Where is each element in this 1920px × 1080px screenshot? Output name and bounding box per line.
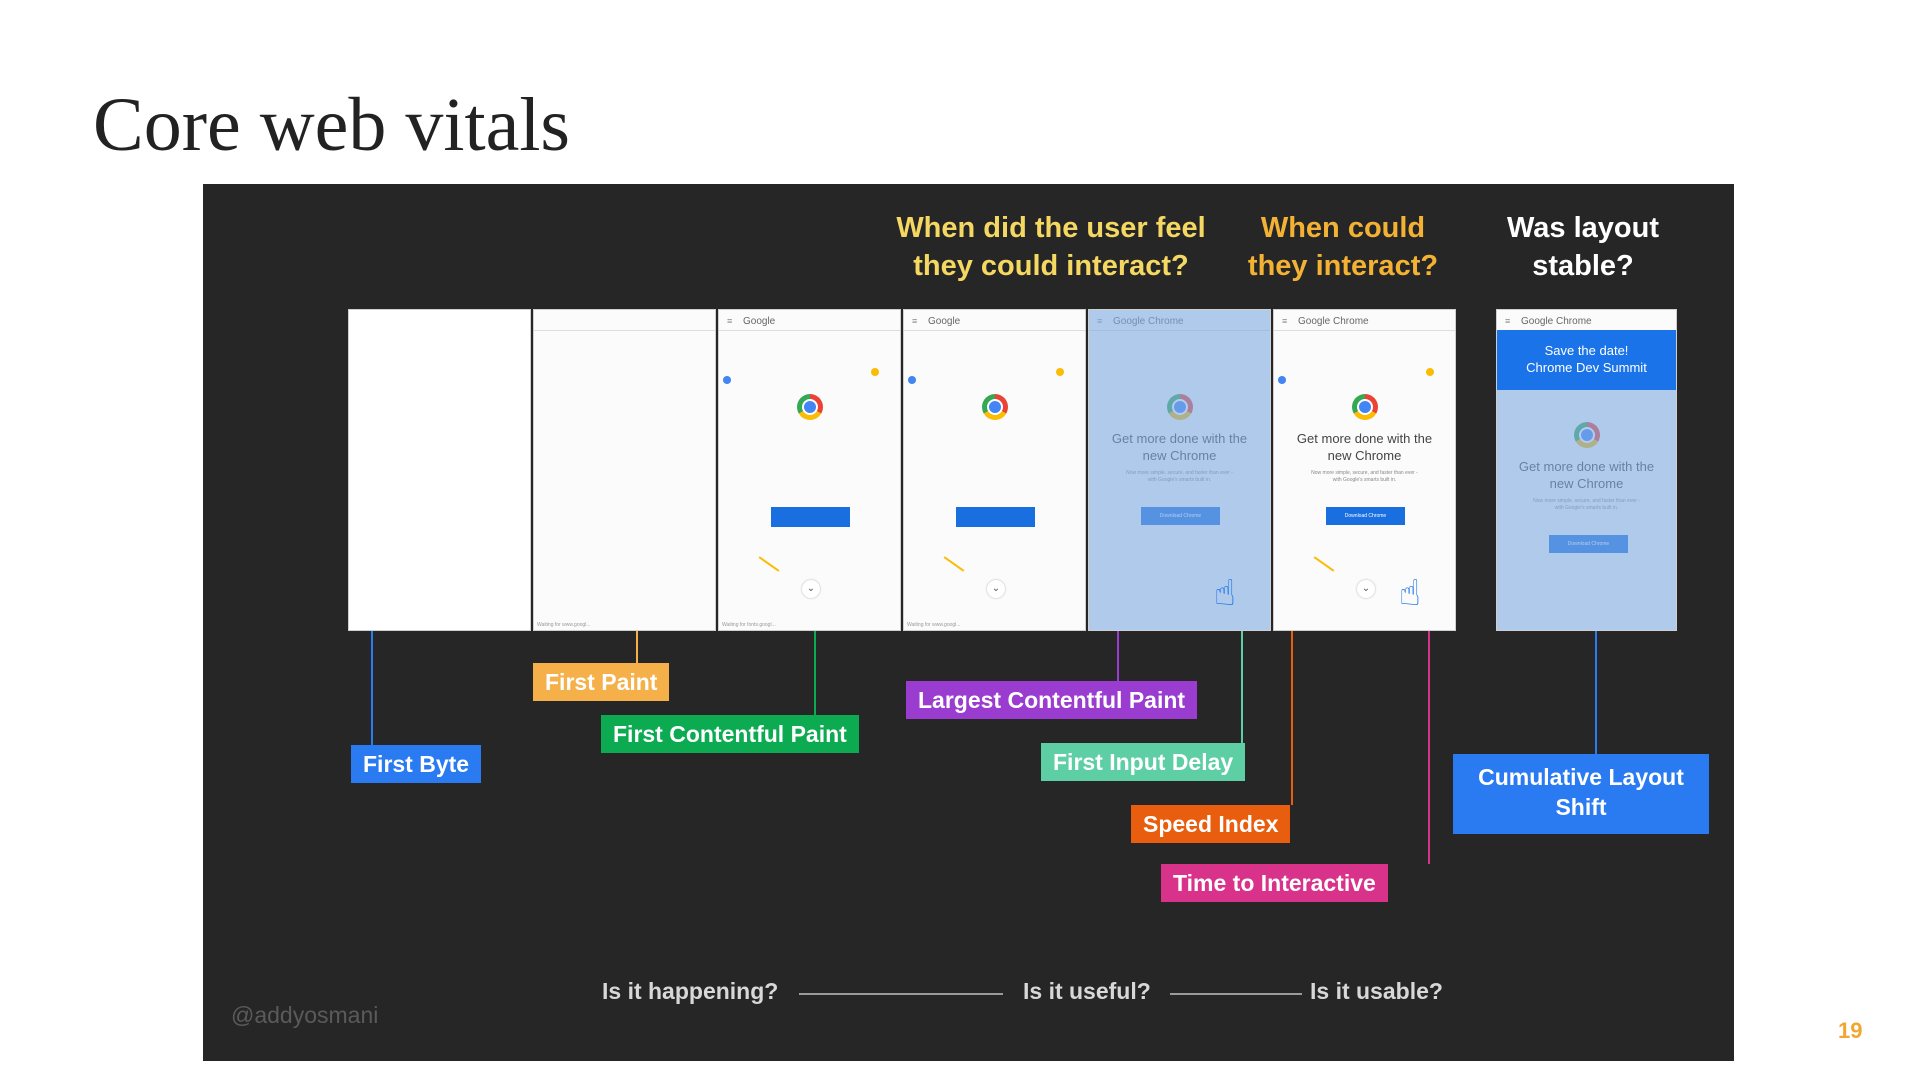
frame-status-text: Waiting for fonts.googl... xyxy=(722,622,776,628)
question-line: When did the user feel xyxy=(896,212,1206,244)
filmstrip-frame-largest-paint: ≡ Google ⌄ Waiting for www.googl... xyxy=(903,309,1086,631)
frame-status-text: Waiting for www.googl... xyxy=(907,622,961,628)
filmstrip-frame-interactive: ≡ Google Chrome Get more done with the n… xyxy=(1273,309,1456,631)
metric-cls-line: Shift xyxy=(1555,794,1607,820)
menu-icon: ≡ xyxy=(727,316,733,326)
decoration-squiggle-icon xyxy=(943,556,965,572)
question-perceived-interactivity: When did the user feel they could intera… xyxy=(881,209,1221,285)
frame-toolbar xyxy=(534,310,715,331)
author-handle: @addyosmani xyxy=(231,1002,379,1028)
metric-first-paint: First Paint xyxy=(533,663,670,701)
connector-first-paint xyxy=(636,631,638,663)
flow-arrow-line xyxy=(799,993,1003,995)
decoration-squiggle-icon xyxy=(1313,556,1335,572)
menu-icon: ≡ xyxy=(1282,316,1288,326)
question-actual-interactivity: When could they interact? xyxy=(1243,209,1443,285)
promo-heading-line: new Chrome xyxy=(1327,448,1402,463)
decoration-dot-icon xyxy=(1278,376,1286,384)
vitals-diagram-panel: When did the user feel they could intera… xyxy=(203,184,1734,1061)
promo-heading-line: Get more done with the xyxy=(1296,431,1433,446)
download-button-placeholder xyxy=(771,507,850,527)
decoration-dot-icon xyxy=(723,376,731,384)
question-line: When could xyxy=(1260,212,1426,244)
metric-speed-index: Speed Index xyxy=(1131,805,1291,843)
connector-speed-index xyxy=(1291,631,1293,805)
metric-cumulative-layout-shift: Cumulative Layout Shift xyxy=(1453,754,1709,834)
filmstrip-frame-layout-shift: ≡ Google Chrome Save the date! Chrome De… xyxy=(1496,309,1677,631)
frame-brand: Google xyxy=(928,316,961,327)
save-the-date-banner: Save the date! Chrome Dev Summit xyxy=(1497,330,1676,390)
metric-time-to-interactive: Time to Interactive xyxy=(1161,864,1388,902)
connector-time-to-interactive xyxy=(1428,631,1430,864)
download-chrome-button: Download Chrome xyxy=(1326,507,1405,525)
frame-toolbar xyxy=(719,310,900,331)
filmstrip-frame-first-paint: Waiting for www.googl... xyxy=(533,309,716,631)
flow-arrow-line xyxy=(1170,993,1302,995)
promo-subtext-line: Now more simple, secure, and faster than… xyxy=(1311,470,1418,476)
input-delay-overlay xyxy=(1089,310,1270,630)
chevron-down-icon: ⌄ xyxy=(1357,580,1375,598)
chrome-logo-icon xyxy=(982,394,1008,420)
tap-hand-icon: ☝ xyxy=(1214,572,1236,613)
frame-brand: Google Chrome xyxy=(1521,316,1592,327)
menu-icon: ≡ xyxy=(1505,316,1511,326)
chrome-logo-icon xyxy=(797,394,823,420)
decoration-dot-icon xyxy=(871,368,879,376)
banner-line: Save the date! xyxy=(1544,343,1629,358)
frame-brand: Google Chrome xyxy=(1298,316,1369,327)
frame-toolbar xyxy=(1274,310,1455,331)
flow-step-useful: Is it useful? xyxy=(1023,978,1151,1004)
chrome-logo-icon xyxy=(1352,394,1378,420)
decoration-dot-icon xyxy=(1426,368,1434,376)
promo-heading: Get more done with the new Chrome xyxy=(1282,430,1447,464)
chevron-down-icon: ⌄ xyxy=(802,580,820,598)
question-layout-stable: Was layout stable? xyxy=(1503,209,1663,285)
metric-first-contentful-paint: First Contentful Paint xyxy=(601,715,859,753)
chevron-down-icon: ⌄ xyxy=(987,580,1005,598)
question-line: Was layout xyxy=(1506,212,1659,244)
page-number: 19 xyxy=(1838,1018,1863,1043)
filmstrip-frame-contentful: ≡ Google ⌄ Waiting for fonts.googl... xyxy=(718,309,901,631)
connector-first-contentful-paint xyxy=(814,631,816,715)
metric-largest-contentful-paint: Largest Contentful Paint xyxy=(906,681,1198,719)
frame-toolbar xyxy=(904,310,1085,331)
decoration-squiggle-icon xyxy=(758,556,780,572)
tap-hand-icon: ☝ xyxy=(1399,572,1421,613)
decoration-dot-icon xyxy=(908,376,916,384)
flow-step-happening: Is it happening? xyxy=(602,978,779,1004)
question-line: they could interact? xyxy=(913,250,1189,282)
filmstrip-frame-input-delay: ≡ Google Chrome Get more done with the n… xyxy=(1088,309,1271,631)
filmstrip-frame-blank xyxy=(348,309,531,631)
menu-icon: ≡ xyxy=(912,316,918,326)
metric-cls-line: Cumulative Layout xyxy=(1478,764,1684,790)
download-button-placeholder xyxy=(956,507,1035,527)
question-line: they interact? xyxy=(1247,250,1439,282)
layout-shift-overlay xyxy=(1497,390,1676,630)
slide-title: Core web vitals xyxy=(93,83,571,167)
promo-subtext: Now more simple, secure, and faster than… xyxy=(1288,470,1441,484)
promo-subtext-line: with Google's smarts built in. xyxy=(1332,477,1397,483)
connector-first-byte xyxy=(371,631,373,745)
banner-line: Chrome Dev Summit xyxy=(1526,360,1647,375)
decoration-dot-icon xyxy=(1056,368,1064,376)
flow-step-usable: Is it usable? xyxy=(1310,978,1443,1004)
metric-first-byte: First Byte xyxy=(351,745,482,783)
connector-largest-contentful-paint xyxy=(1117,631,1119,681)
connector-first-input-delay xyxy=(1241,631,1243,743)
question-line: stable? xyxy=(1532,250,1634,282)
connector-cumulative-layout-shift xyxy=(1595,631,1597,754)
frame-brand: Google xyxy=(743,316,776,327)
metric-first-input-delay: First Input Delay xyxy=(1041,743,1246,781)
frame-status-text: Waiting for www.googl... xyxy=(537,622,591,628)
